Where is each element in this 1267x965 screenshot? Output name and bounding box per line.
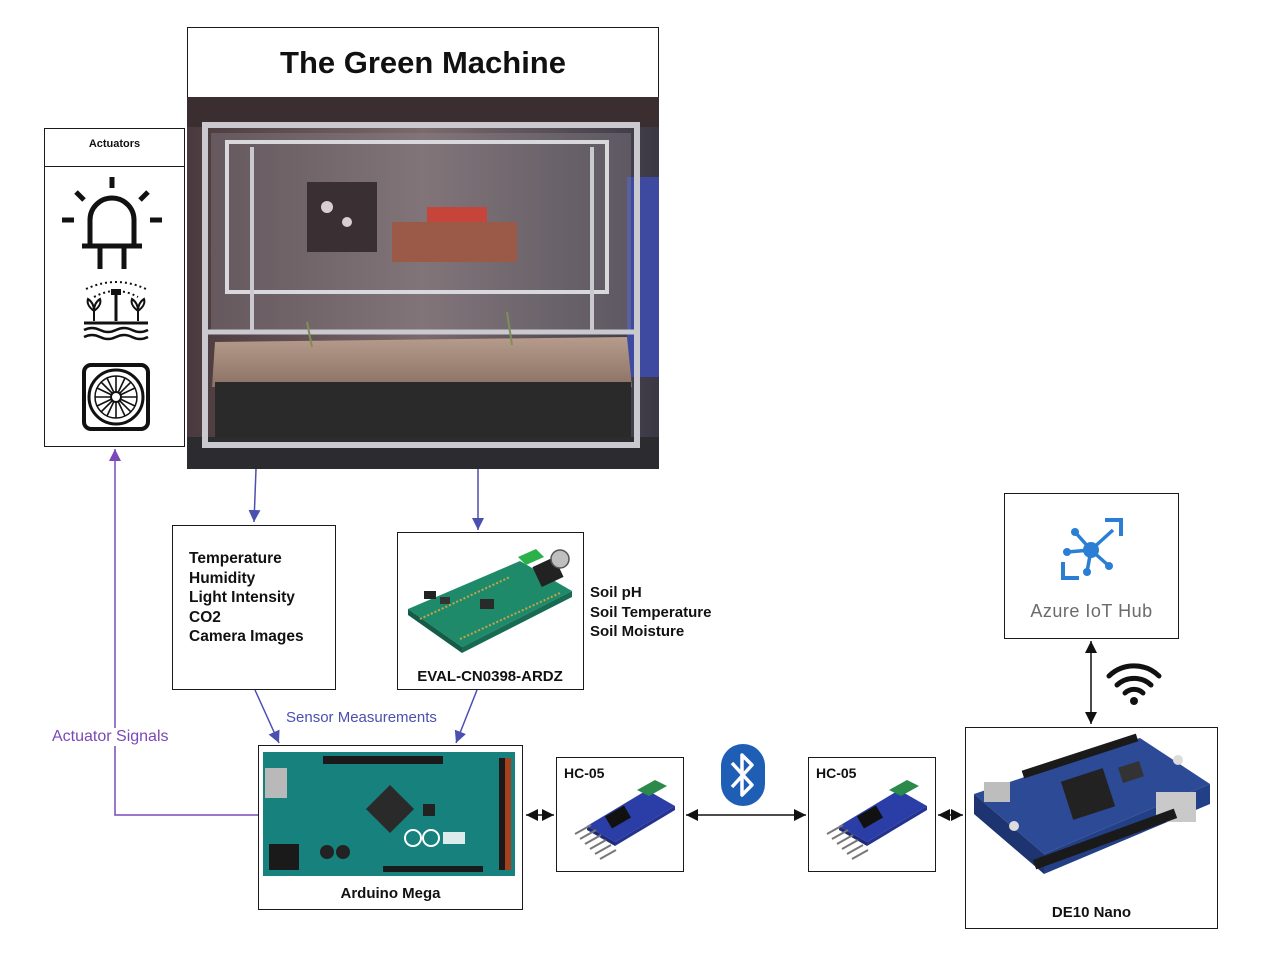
de10-nano-image bbox=[974, 733, 1210, 874]
eval-board-image bbox=[408, 549, 572, 653]
sensor-list: Temperature Humidity Light Intensity CO2… bbox=[189, 549, 304, 647]
arduino-mega-label: Arduino Mega bbox=[340, 885, 441, 902]
eval-board-box: EVAL-CN0398-ARDZ bbox=[397, 532, 584, 690]
soil-measurement-item: Soil pH bbox=[590, 584, 642, 601]
led-icon bbox=[62, 177, 162, 269]
azure-iot-hub-label: Azure IoT Hub bbox=[1030, 601, 1153, 621]
actuators-header: Actuators bbox=[45, 129, 184, 167]
de10-nano-box: DE10 Nano bbox=[965, 727, 1218, 929]
arduino-mega-box: Arduino Mega bbox=[258, 745, 523, 910]
hc05-right-box: HC-05 bbox=[808, 757, 936, 872]
bluetooth-icon bbox=[721, 744, 765, 806]
hc05-right-image bbox=[826, 780, 927, 860]
eval-board-label: EVAL-CN0398-ARDZ bbox=[417, 668, 563, 685]
sensor-item: Camera Images bbox=[189, 628, 304, 645]
wifi-icon bbox=[1106, 663, 1162, 705]
soil-measurement-list: Soil pH Soil Temperature Soil Moisture bbox=[590, 583, 711, 642]
actuator-signals-label: Actuator Signals bbox=[52, 728, 169, 746]
edge-sensors-to-arduino bbox=[254, 689, 280, 744]
hc05-left-label: HC-05 bbox=[564, 765, 605, 781]
arduino-mega-image bbox=[263, 752, 515, 876]
edge-eval-to-arduino bbox=[454, 689, 478, 744]
azure-iot-hub-icon bbox=[1061, 518, 1123, 580]
edge-arduino-to-actuators bbox=[109, 449, 258, 816]
de10-nano-label: DE10 Nano bbox=[1051, 904, 1132, 921]
sprinkler-icon bbox=[83, 281, 149, 341]
sensor-item: Light Intensity bbox=[189, 589, 295, 606]
fan-icon bbox=[82, 363, 150, 431]
azure-iot-hub-box: Azure IoT Hub bbox=[1004, 493, 1179, 639]
actuators-panel: Actuators bbox=[44, 128, 185, 447]
hc05-right-label: HC-05 bbox=[816, 765, 857, 781]
sensors-box: Temperature Humidity Light Intensity CO2… bbox=[172, 525, 336, 690]
sensor-item: Humidity bbox=[189, 569, 256, 587]
diagram-title: The Green Machine bbox=[187, 27, 659, 97]
soil-measurement-item: Soil Temperature bbox=[590, 603, 712, 621]
edge-photo-to-sensors bbox=[248, 468, 261, 523]
sensor-item: CO2 bbox=[189, 608, 221, 626]
hc05-left-box: HC-05 bbox=[556, 757, 684, 872]
sensor-item: Temperature bbox=[189, 550, 282, 567]
greenhouse-photo bbox=[187, 97, 659, 469]
hc05-left-image bbox=[574, 780, 675, 860]
soil-measurement-item: Soil Moisture bbox=[590, 623, 685, 640]
sensor-measurements-label: Sensor Measurements bbox=[286, 709, 437, 726]
